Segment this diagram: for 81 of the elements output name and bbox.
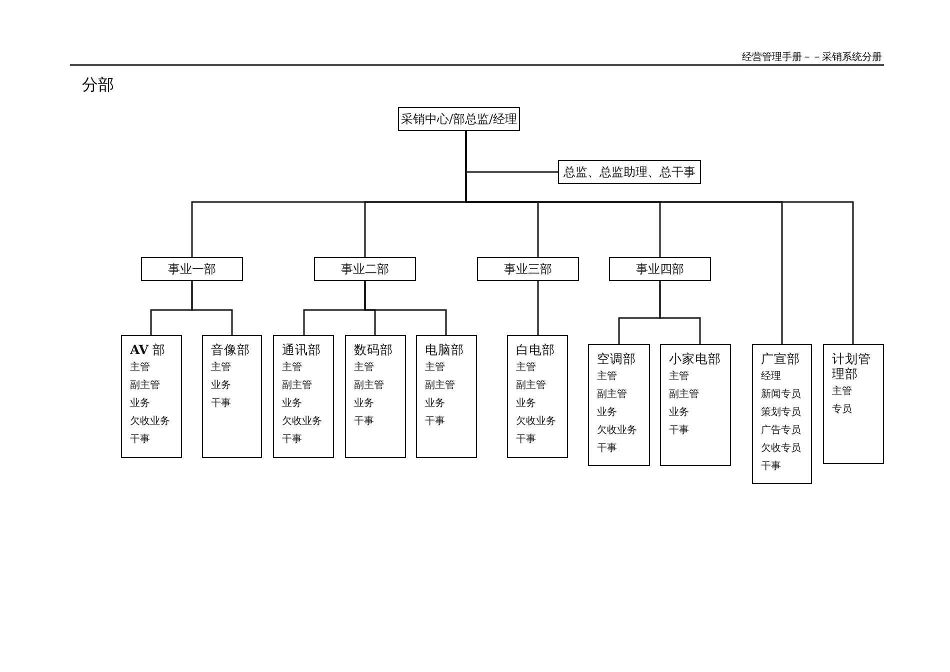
connector-line — [659, 281, 701, 344]
connector-line — [364, 281, 447, 335]
node-title: 电脑部 — [425, 342, 464, 357]
node-title: 事业三部 — [504, 262, 552, 276]
role-text: 副主管 — [354, 380, 384, 392]
node-title: 小家电部 — [669, 351, 721, 366]
org-box — [609, 257, 711, 281]
role-text: 干事 — [354, 416, 374, 428]
role-text: 主管 — [597, 371, 617, 383]
role-text: 主管 — [832, 386, 852, 398]
role-text: 欠收业务 — [597, 425, 637, 437]
node-title: 事业一部 — [168, 262, 216, 276]
role-text: 业务 — [211, 380, 231, 392]
node-title: 计划管理部 — [832, 351, 872, 381]
role-text: 新闻专员 — [761, 389, 801, 401]
connector-line — [537, 281, 539, 335]
role-text: 副主管 — [130, 380, 160, 392]
node-title: 总监、总监助理、总干事 — [564, 164, 696, 180]
role-text: 欠收专员 — [761, 443, 801, 455]
role-text: 副主管 — [516, 380, 546, 392]
node-title: AV 部 — [130, 342, 166, 357]
role-text: 干事 — [597, 443, 617, 455]
header-text: 经营管理手册－－采销系统分册 — [742, 50, 882, 64]
role-text: 干事 — [425, 416, 445, 428]
node-title: 事业四部 — [636, 262, 684, 276]
role-text: 主管 — [354, 362, 374, 374]
role-text: 干事 — [211, 398, 231, 410]
role-text: 主管 — [425, 362, 445, 374]
department-box — [660, 344, 731, 466]
role-text: 业务 — [282, 398, 302, 410]
section-heading: 分部 — [82, 75, 114, 96]
node-title: 空调部 — [597, 351, 636, 366]
role-text: 广告专员 — [761, 425, 801, 437]
org-box — [141, 257, 243, 281]
role-text: 主管 — [282, 362, 302, 374]
role-text: 经理 — [761, 371, 781, 383]
role-text: 副主管 — [425, 380, 455, 392]
department-box — [345, 335, 406, 458]
role-text: 业务 — [425, 398, 445, 410]
role-text: 业务 — [354, 398, 374, 410]
department-box — [202, 335, 262, 458]
department-box — [752, 344, 812, 484]
org-box — [477, 257, 579, 281]
role-text: 干事 — [282, 434, 302, 446]
org-box — [558, 160, 701, 184]
department-box — [588, 344, 650, 466]
node-title: 事业二部 — [341, 262, 389, 276]
node-title: 广宣部 — [761, 351, 800, 366]
role-text: 副主管 — [597, 389, 627, 401]
node-title: 数码部 — [354, 342, 393, 357]
node-title: 白电部 — [516, 342, 555, 357]
role-text: 主管 — [669, 371, 689, 383]
department-box — [121, 335, 182, 458]
role-text: 业务 — [516, 398, 536, 410]
role-text: 主管 — [211, 362, 231, 374]
node-title: 通讯部 — [282, 342, 321, 357]
role-text: 主管 — [130, 362, 150, 374]
department-box — [507, 335, 568, 458]
role-text: 干事 — [130, 434, 150, 446]
org-box — [314, 257, 416, 281]
role-text: 策划专员 — [761, 407, 801, 419]
role-text: 副主管 — [669, 389, 699, 401]
role-text: 业务 — [130, 398, 150, 410]
role-text: 干事 — [516, 434, 536, 446]
org-box — [398, 107, 520, 131]
department-box — [273, 335, 334, 458]
role-text: 欠收业务 — [130, 416, 170, 428]
role-text: 业务 — [669, 407, 689, 419]
role-text: 欠收业务 — [282, 416, 322, 428]
role-text: 干事 — [669, 425, 689, 437]
node-title: 采销中心/部总监/经理 — [400, 112, 518, 126]
role-text: 主管 — [516, 362, 536, 374]
department-box — [823, 344, 884, 464]
role-text: 副主管 — [282, 380, 312, 392]
role-text: 业务 — [597, 407, 617, 419]
role-text: 专员 — [832, 404, 852, 416]
role-text: 欠收业务 — [516, 416, 556, 428]
department-box — [416, 335, 477, 458]
role-text: 干事 — [761, 461, 781, 473]
connector-line — [191, 281, 233, 335]
node-title: 音像部 — [211, 342, 250, 357]
